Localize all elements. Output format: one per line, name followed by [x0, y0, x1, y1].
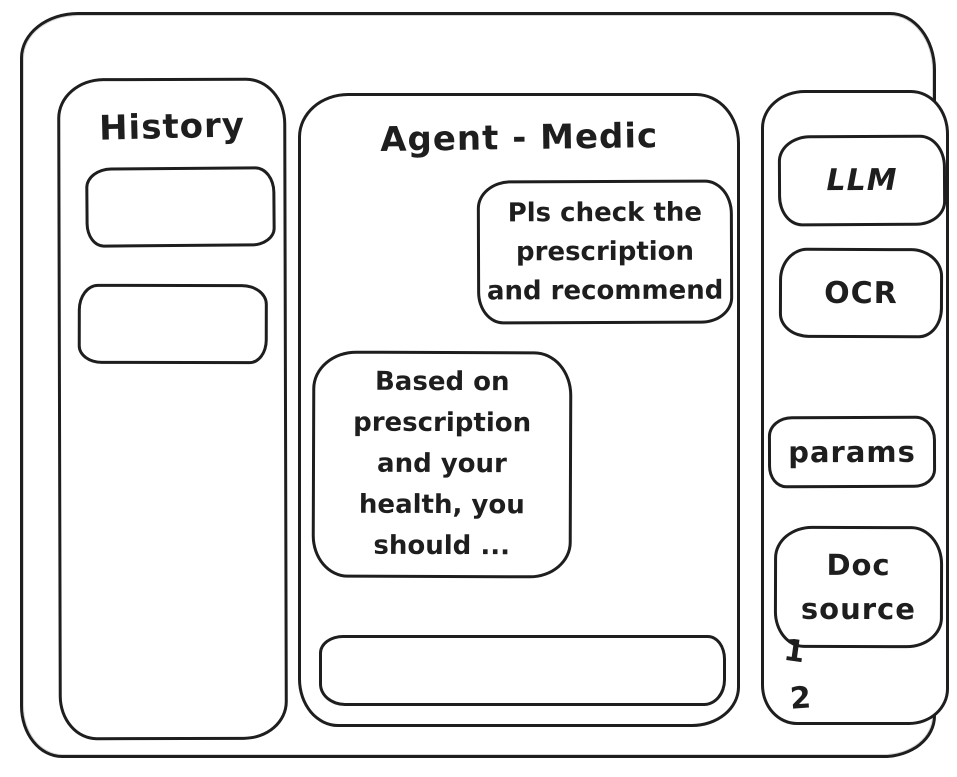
tools-panel: LLM OCR params Doc source 1 2 [761, 90, 949, 725]
app-frame: History Agent - Medic Pls check the pres… [20, 12, 949, 758]
user-message-text: Pls check the prescription and recommend [486, 197, 724, 306]
doc-source-button-label: Doc source [800, 547, 916, 627]
assistant-message-bubble: Based on prescription and your health, y… [311, 350, 573, 579]
history-item-2[interactable] [77, 283, 268, 365]
llm-button[interactable]: LLM [777, 134, 947, 227]
user-message-bubble: Pls check the prescription and recommend [476, 179, 734, 325]
llm-button-label: LLM [826, 162, 898, 199]
doc-source-item-1[interactable]: 1 [781, 632, 808, 671]
assistant-message-text: Based on prescription and your health, y… [353, 366, 532, 562]
chat-input[interactable] [319, 635, 726, 706]
chat-panel: Agent - Medic Pls check the prescription… [298, 93, 740, 727]
doc-source-button[interactable]: Doc source [773, 525, 944, 649]
chat-title: Agent - Medic [379, 116, 659, 160]
history-item-1[interactable] [85, 166, 276, 248]
ocr-button[interactable]: OCR [778, 247, 944, 339]
params-button[interactable]: params [767, 415, 937, 489]
params-button-label: params [788, 434, 916, 470]
ocr-button-label: OCR [824, 275, 898, 311]
doc-source-item-2[interactable]: 2 [788, 680, 813, 717]
history-title: History [98, 105, 246, 149]
history-panel: History [57, 77, 288, 741]
